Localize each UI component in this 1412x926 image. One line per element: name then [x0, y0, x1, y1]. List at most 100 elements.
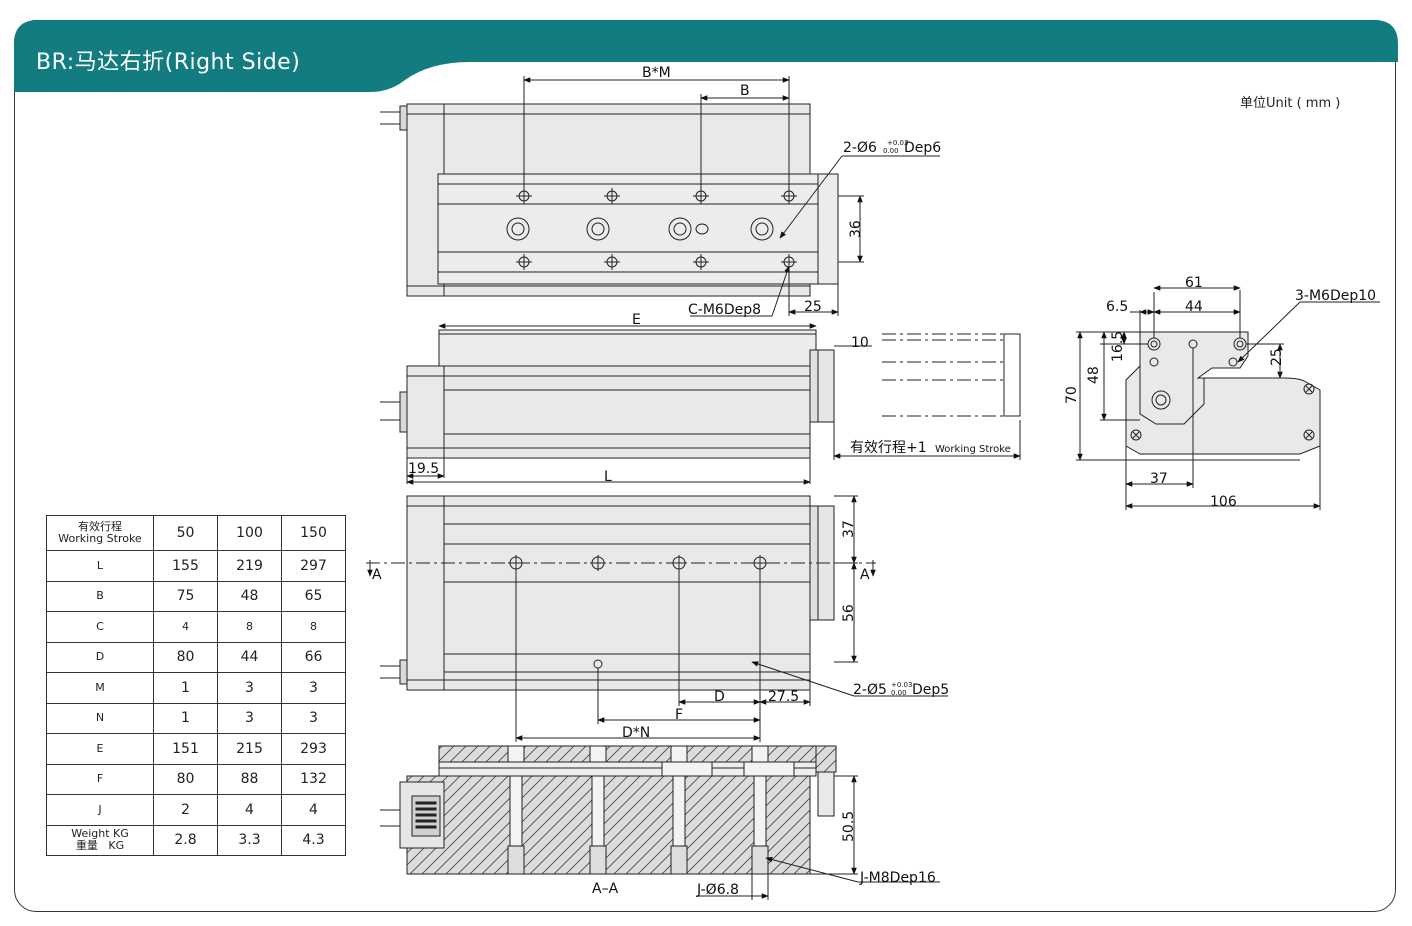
row-name: N	[46, 702, 154, 734]
stroke-en: Working Stroke	[935, 444, 1011, 455]
dim-61: 61	[1185, 275, 1203, 291]
side-view	[380, 323, 1021, 485]
dim-37-end: 37	[1150, 471, 1168, 487]
header-cell: 有效行程 Working Stroke	[46, 515, 154, 551]
dim-56: 56	[841, 604, 857, 622]
dim-e: E	[632, 312, 641, 328]
hole-b-dep: Dep5	[912, 682, 949, 698]
section-marker-right: A	[860, 567, 870, 583]
end-view	[1076, 285, 1380, 510]
stroke-cell: 50	[153, 515, 218, 551]
dim-b: B	[740, 83, 750, 99]
table-cell: 3	[217, 672, 282, 704]
weight-en: Weight KG	[71, 827, 129, 841]
dim-25-top: 25	[804, 299, 822, 315]
table-cell: 66	[281, 641, 346, 673]
dim-27-5: 27.5	[768, 689, 799, 705]
stroke-cell: 100	[217, 515, 282, 551]
header-band	[14, 20, 1398, 92]
table-cell: 80	[153, 641, 218, 673]
dim-50-5: 50.5	[841, 811, 857, 842]
table-header-row: 有效行程 Working Stroke 50 100 150	[46, 515, 346, 551]
page-title: BR:马达右折(Right Side)	[36, 50, 301, 75]
dim-dn: D*N	[622, 725, 650, 741]
table-cell: 219	[217, 550, 282, 582]
dim-36: 36	[848, 220, 864, 238]
table-cell: 1	[153, 702, 218, 734]
row-name: M	[46, 672, 154, 704]
dim-19-5: 19.5	[408, 461, 439, 477]
table-cell: 3	[281, 672, 346, 704]
weight-header: Weight KG 重量 KG	[46, 824, 154, 856]
dim-10: 10	[851, 335, 869, 351]
table-cell: 2	[153, 794, 218, 826]
dim-bm: B*M	[642, 65, 671, 81]
dim-25-end: 25	[1269, 348, 1285, 366]
dim-16-5: 16.5	[1110, 331, 1126, 362]
table-cell: 132	[281, 763, 346, 795]
table-cell: 44	[217, 641, 282, 673]
dim-6-5: 6.5	[1106, 299, 1128, 315]
header-cn: 有效行程	[78, 520, 122, 533]
table-cell: 155	[153, 550, 218, 582]
hole-b-tol-up: +0.03	[891, 681, 912, 689]
hole-a-tol-up: +0.03	[887, 139, 908, 147]
bottom-view	[366, 495, 948, 742]
m6-10-label: 3-M6Dep10	[1295, 288, 1376, 304]
dim-f: F	[675, 707, 683, 723]
table-cell: 4	[281, 794, 346, 826]
table-cell: 65	[281, 580, 346, 612]
hole-b-label: 2-Ø5	[853, 682, 887, 698]
section-view	[380, 745, 940, 900]
row-name: J	[46, 794, 154, 826]
section-label: A–A	[592, 881, 619, 897]
row-name: L	[46, 550, 154, 582]
table-cell: 215	[217, 733, 282, 765]
dim-l: L	[604, 469, 612, 485]
row-name: D	[46, 641, 154, 673]
stroke-cell: 150	[281, 515, 346, 551]
row-name: B	[46, 580, 154, 612]
dim-d: D	[714, 689, 725, 705]
stroke-cn: 有效行程+1	[850, 440, 927, 456]
weight-unit: KG	[108, 839, 125, 853]
table-cell: 4	[153, 611, 218, 643]
weight-cell: 3.3	[217, 824, 282, 856]
top-view	[380, 76, 940, 317]
table-cell: 297	[281, 550, 346, 582]
weight-cn: 重量	[75, 839, 98, 853]
table-cell: 1	[153, 672, 218, 704]
dim-44: 44	[1185, 299, 1203, 315]
j-m8-label: J-M8Dep16	[859, 870, 936, 886]
table-cell: 151	[153, 733, 218, 765]
j-d68-label: J-Ø6.8	[696, 882, 739, 898]
dim-70: 70	[1064, 386, 1080, 404]
header-en: Working Stroke	[58, 532, 142, 545]
table-cell: 4	[217, 794, 282, 826]
row-name: E	[46, 733, 154, 765]
hole-a-dep: Dep6	[904, 140, 941, 156]
weight-row: Weight KG 重量 KG 2.8 3.3 4.3	[46, 824, 346, 856]
section-marker-left: A	[372, 567, 382, 583]
row-name: C	[46, 611, 154, 643]
weight-cell: 4.3	[281, 824, 346, 856]
dim-37-bottom: 37	[841, 520, 857, 538]
dim-48: 48	[1086, 366, 1102, 384]
weight-cell: 2.8	[153, 824, 218, 856]
hole-b-tol-dn: 0.00	[891, 689, 907, 697]
hole-a-label: 2-Ø6	[843, 140, 877, 156]
weight-cn-line: 重量 KG	[47, 840, 153, 852]
table-cell: 48	[217, 580, 282, 612]
mounting-holes-top	[516, 188, 797, 270]
table-cell: 3	[281, 702, 346, 734]
table-cell: 8	[281, 611, 346, 643]
table-cell: 75	[153, 580, 218, 612]
